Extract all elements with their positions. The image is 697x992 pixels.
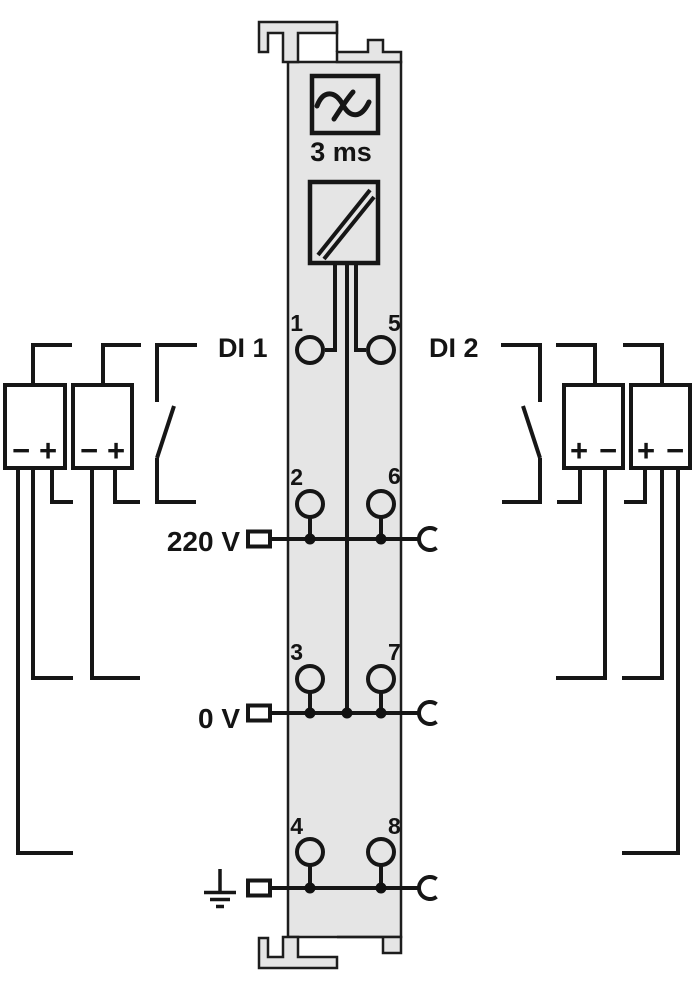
contact-number-7: 7 [388, 639, 401, 665]
contact-4: 4 [290, 813, 325, 867]
filter-time-label: 3 ms [310, 137, 372, 167]
junction-dot [375, 707, 387, 719]
switch-left-blade [155, 405, 176, 459]
polarity-plus-label: + [107, 433, 125, 468]
contact-circle-1 [295, 335, 325, 365]
wire-left-outer-to-0v [31, 468, 73, 680]
contact-6: 6 [366, 463, 401, 519]
earth-ground-icon [204, 869, 236, 909]
terminal-220v-icon [246, 529, 272, 549]
contact-5: 5 [366, 310, 401, 365]
channel-label-di1: DI 1 [218, 333, 268, 363]
rail-220v-label: 220 V [167, 526, 240, 557]
switch-right-blade [521, 405, 542, 459]
polarity-minus-label: − [80, 433, 98, 468]
wire-left-outer-top [31, 343, 72, 385]
switch-right-icon [501, 343, 542, 504]
polarity-minus-label: − [12, 433, 30, 468]
isolation-box [307, 179, 381, 266]
polarity-minus-label: − [666, 433, 684, 468]
socket-220v-icon [417, 526, 438, 552]
module-housing [286, 60, 403, 939]
contact-number-5: 5 [388, 310, 401, 336]
isolation-diagonal-2 [322, 195, 376, 261]
wire-left-outer-to-220v [50, 468, 73, 504]
switch-left-lower-wire [155, 458, 196, 504]
contact-1: 1 [290, 310, 325, 365]
contact-2: 2 [290, 464, 325, 519]
wire-right-inner-to-220v [557, 468, 582, 504]
terminal-earth-icon [246, 878, 272, 898]
contact-number-4: 4 [290, 813, 303, 839]
rail-220v: 220 V [167, 526, 438, 557]
contact-circle-3 [295, 664, 325, 694]
rail-earth [204, 869, 438, 909]
wire-left-to-earth [16, 468, 73, 855]
socket-0v-icon [417, 700, 438, 726]
filter-box [309, 73, 381, 136]
wire-right-outer-top [623, 343, 664, 385]
din-latch-bottom-left [257, 935, 339, 970]
wire-right-outer-to-0v [622, 468, 664, 680]
din-latch-bottom-right [337, 935, 403, 955]
contact-8: 8 [366, 813, 401, 867]
channel-label-di2: DI 2 [429, 333, 479, 363]
contact-3: 3 [290, 639, 325, 694]
switch-left-icon [155, 343, 197, 504]
wire-left-inner-to-0v [90, 468, 140, 680]
contact-number-1: 1 [290, 310, 303, 336]
rail-0v-label: 0 V [198, 703, 240, 734]
junction-dot [304, 707, 316, 719]
contact-circle-7 [366, 664, 396, 694]
contact-number-3: 3 [290, 639, 303, 665]
opto-isolator [307, 179, 381, 266]
wire-left-inner-to-220v [113, 468, 140, 504]
ac-filter-strike-icon [331, 89, 356, 122]
contact-circle-2 [295, 489, 325, 519]
din-latch-top-left [257, 20, 339, 64]
wire-right-outer-to-220v [624, 468, 647, 504]
polarity-plus-label: + [39, 433, 57, 468]
junction-dot [375, 533, 387, 545]
rail-0v: 0 V [198, 700, 438, 734]
wire-left-inner-top [101, 343, 141, 385]
polarity-plus-label: + [637, 433, 655, 468]
lead-to-contact-1 [325, 263, 337, 352]
din-latch-top-right [335, 38, 403, 64]
contact-number-2: 2 [290, 464, 303, 490]
contact-7: 7 [366, 639, 401, 694]
left-external-circuit: − + − + [3, 343, 197, 855]
contact-circle-4 [295, 837, 325, 867]
junction-dot [375, 882, 387, 894]
contact-circle-5 [366, 335, 396, 365]
contact-circle-8 [366, 837, 396, 867]
input-filter-block: 3 ms [309, 73, 381, 167]
junction-dot [304, 882, 316, 894]
junction-dot [304, 533, 316, 545]
wire-right-to-earth [622, 468, 680, 855]
contact-circle-6 [366, 489, 396, 519]
switch-right-lower-wire [502, 458, 542, 504]
wire-right-inner-to-0v [556, 468, 607, 680]
switch-right-upper-wire [501, 343, 542, 402]
wire-right-inner-top [556, 343, 597, 385]
contact-number-6: 6 [388, 463, 401, 489]
module-body [257, 20, 403, 970]
lead-to-contact-5 [354, 263, 366, 352]
isolation-diagonal-1 [316, 188, 372, 257]
terminal-0v-icon [246, 703, 272, 723]
socket-earth-icon [417, 875, 438, 901]
contact-number-8: 8 [388, 813, 401, 839]
polarity-minus-label: − [599, 433, 617, 468]
right-external-circuit: + − + − [501, 343, 692, 855]
switch-left-upper-wire [155, 343, 197, 402]
polarity-plus-label: + [570, 433, 588, 468]
junction-dot [341, 707, 353, 719]
